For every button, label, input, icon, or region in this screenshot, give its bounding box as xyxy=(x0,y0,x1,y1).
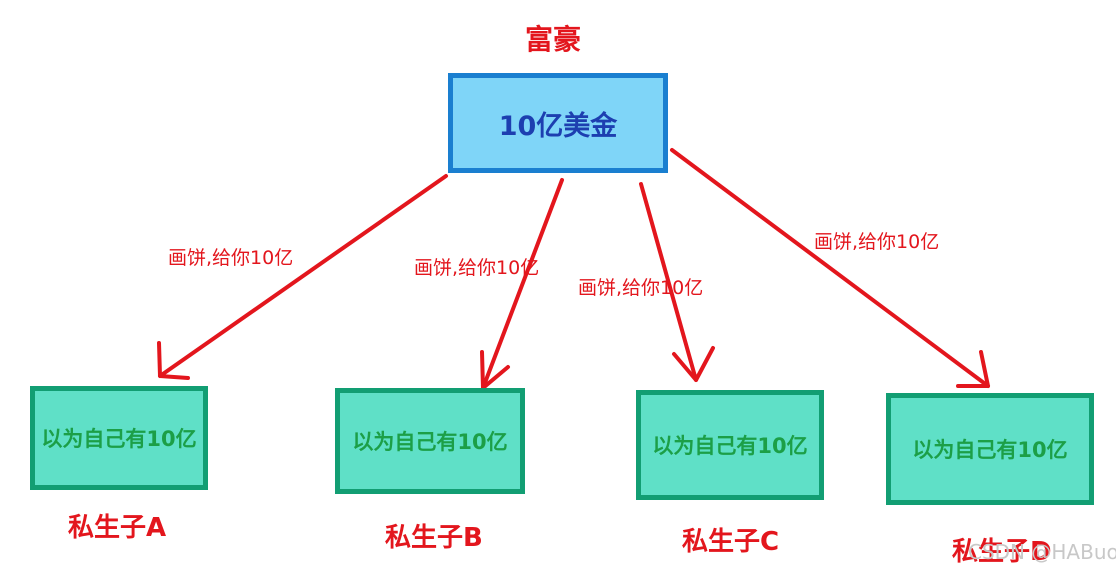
root-title: 富豪 xyxy=(524,23,581,56)
arrowhead-c xyxy=(672,346,715,382)
child-node-a-label: 以为自己有10亿 xyxy=(41,427,197,451)
root-node: 10亿美金 xyxy=(448,73,668,173)
child-name-b: 私生子B xyxy=(385,523,483,553)
child-node-c: 以为自己有10亿 xyxy=(636,390,824,500)
arrow-to-c xyxy=(639,182,698,382)
child-name-a: 私生子A xyxy=(68,513,167,543)
child-node-b-label: 以为自己有10亿 xyxy=(352,430,508,454)
arrow-to-d xyxy=(670,148,990,388)
edge-label-c: 画饼,给你10亿 xyxy=(578,277,704,299)
child-node-a: 以为自己有10亿 xyxy=(30,386,208,490)
edge-label-d: 画饼,给你10亿 xyxy=(814,231,940,253)
child-name-d: 私生子D xyxy=(952,537,1052,567)
child-node-d-label: 以为自己有10亿 xyxy=(912,438,1068,462)
arrowhead-a xyxy=(157,341,190,380)
edge-label-a: 画饼,给你10亿 xyxy=(168,247,294,269)
arrowhead-d xyxy=(956,350,990,388)
edge-label-b: 画饼,给你10亿 xyxy=(414,257,540,279)
child-name-c: 私生子C xyxy=(682,527,780,557)
root-node-label: 10亿美金 xyxy=(498,110,618,142)
child-node-b: 以为自己有10亿 xyxy=(335,388,525,494)
child-node-c-label: 以为自己有10亿 xyxy=(652,434,808,458)
arrow-to-b xyxy=(481,178,564,390)
child-node-d: 以为自己有10亿 xyxy=(886,393,1094,505)
arrow-to-a xyxy=(158,174,448,378)
watermark: CSDN @HABuo xyxy=(968,540,1116,564)
